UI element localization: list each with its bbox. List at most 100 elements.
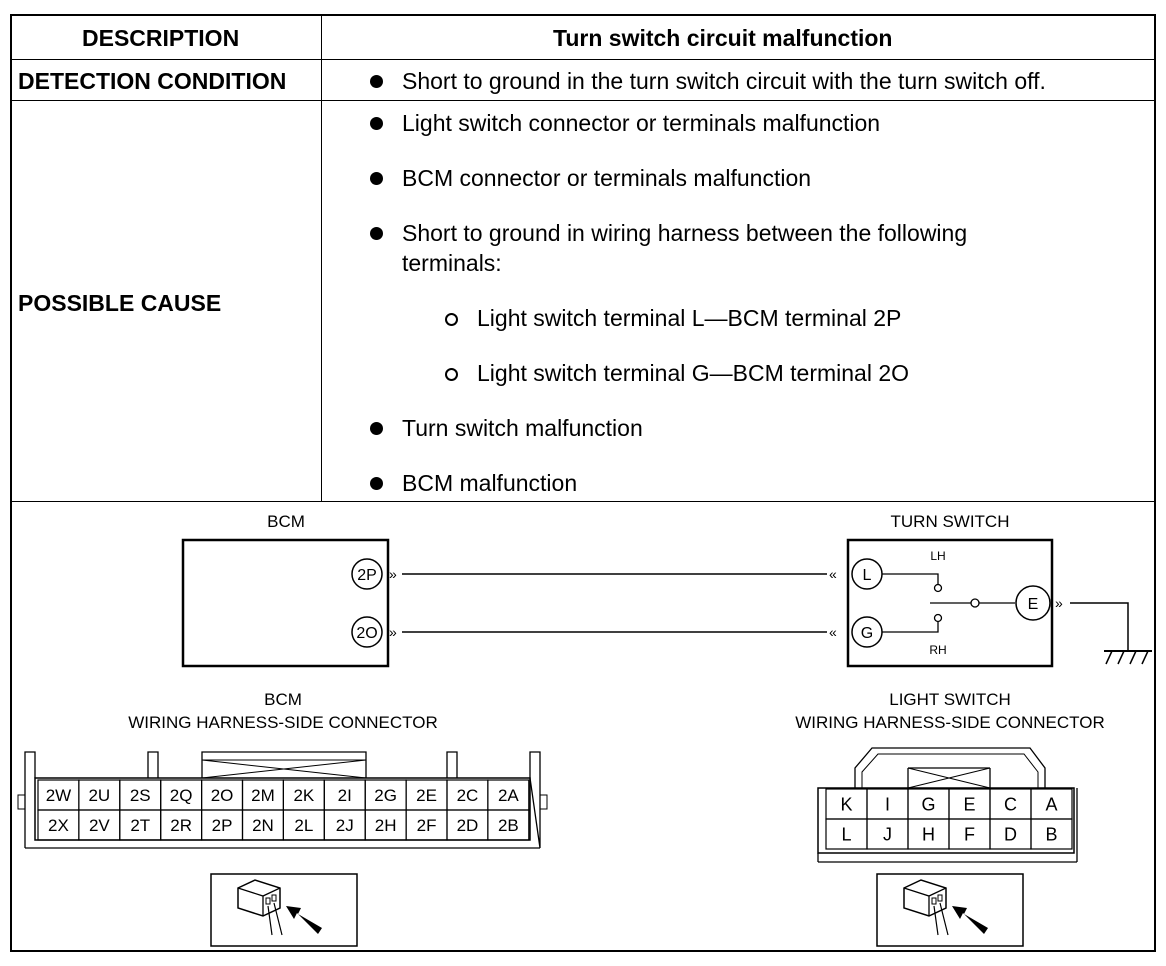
description-header: DESCRIPTION — [82, 25, 240, 51]
bcm-pin-label: 2D — [457, 816, 479, 835]
bcm-pin-label: 2O — [211, 786, 234, 805]
possible-cause-label: POSSIBLE CAUSE — [18, 290, 222, 316]
cause-item: BCM malfunction — [402, 470, 578, 496]
light-switch-pin-label: G — [921, 794, 935, 814]
bcm-pin-label: 2N — [252, 816, 274, 835]
ground-icon — [1104, 650, 1152, 665]
connector-chevron-icon: » — [389, 566, 397, 582]
bcm-pin-label: 2W — [46, 786, 72, 805]
connector-chevron-icon: » — [389, 624, 397, 640]
bcm-pin-label: 2L — [294, 816, 313, 835]
row-divider — [10, 59, 1156, 60]
switch-terminal-g-label: G — [861, 625, 873, 642]
bcm-pin-label: 2T — [130, 816, 150, 835]
row-divider — [10, 100, 1156, 101]
bcm-pin-label: 2K — [293, 786, 314, 805]
connector-view-icon — [876, 873, 1024, 947]
cause-item: Short to ground in wiring harness betwee… — [402, 220, 968, 246]
bullet-icon — [370, 75, 383, 88]
connector-chevron-icon: « — [829, 566, 837, 582]
bcm-pin-label: 2H — [375, 816, 397, 835]
bcm-pin-label: 2E — [416, 786, 437, 805]
bcm-pin-label: 2I — [338, 786, 352, 805]
bcm-terminal-2o — [351, 616, 383, 648]
turn-switch-box — [846, 538, 1054, 668]
bcm-terminal-2p — [351, 558, 383, 590]
light-switch-pin-cell — [1030, 818, 1073, 850]
malfunction-title: Turn switch circuit malfunction — [553, 25, 893, 51]
light-switch-connector-title: LIGHT SWITCH — [889, 690, 1011, 709]
light-switch-connector — [817, 747, 1078, 863]
bcm-pin-label: 2V — [89, 816, 110, 835]
bcm-pin-label: 2X — [48, 816, 69, 835]
sub-bullet-icon — [445, 368, 458, 381]
bullet-icon — [370, 117, 383, 130]
table-frame — [10, 14, 1156, 952]
bcm-pin-label: 2U — [88, 786, 110, 805]
bcm-pin-label: 2F — [417, 816, 437, 835]
bcm-pin-label: 2M — [251, 786, 275, 805]
bcm-connector-title: BCM — [264, 690, 302, 709]
turn-switch-title: TURN SWITCH — [891, 512, 1010, 531]
connector-chevron-icon: » — [1055, 595, 1063, 611]
light-switch-pin-label: D — [1004, 824, 1017, 844]
light-switch-pin-label: I — [885, 794, 890, 814]
ground-wire — [1070, 602, 1129, 650]
cause-item: Turn switch malfunction — [402, 415, 643, 441]
bcm-box — [181, 538, 390, 668]
switch-terminal-l-label: L — [863, 567, 872, 584]
light-switch-pin-label: J — [883, 824, 892, 844]
cause-item: Light switch connector or terminals malf… — [402, 110, 881, 136]
bullet-icon — [370, 172, 383, 185]
light-switch-pin-label: C — [1004, 794, 1017, 814]
light-switch-pin-grid: K I G E C A L J H F D B — [825, 788, 1073, 850]
bcm-pin-cell — [487, 809, 530, 841]
bcm-pin-label: 2S — [130, 786, 151, 805]
row-divider — [10, 501, 1156, 502]
light-switch-pin-label: E — [963, 794, 975, 814]
connector-view-icon — [210, 873, 358, 947]
light-switch-connector-subtitle: WIRING HARNESS-SIDE CONNECTOR — [795, 713, 1105, 732]
switch-pivot — [970, 598, 980, 608]
cause-subitem: Light switch terminal G—BCM terminal 2O — [477, 360, 910, 386]
switch-wire-rh — [882, 622, 939, 633]
connector-chevron-icon: « — [829, 624, 837, 640]
bcm-pin-label: 2A — [498, 786, 519, 805]
bcm-pin-label: 2G — [374, 786, 397, 805]
light-switch-pin-label: K — [840, 794, 852, 814]
bcm-pin-label: 2Q — [170, 786, 193, 805]
cause-item: BCM connector or terminals malfunction — [402, 165, 812, 191]
lh-label: LH — [930, 549, 945, 563]
bcm-pin-label: 2B — [498, 816, 519, 835]
bcm-pin-grid: 2W 2U 2S 2Q 2O 2M 2K 2I 2G 2E 2C 2A 2X 2V 2T 2R 2P 2N 2L 2J… — [37, 779, 530, 841]
column-divider — [321, 14, 322, 502]
sub-bullet-icon — [445, 313, 458, 326]
bcm-connector-subtitle: WIRING HARNESS-SIDE CONNECTOR — [128, 713, 438, 732]
bcm-pin-label: 2C — [457, 786, 479, 805]
switch-terminal-e-label: E — [1028, 596, 1039, 613]
bcm-terminal-2o-label: 2O — [356, 625, 377, 642]
light-switch-pin-label: A — [1045, 794, 1057, 814]
switch-wire-lh — [882, 573, 939, 584]
bullet-icon — [370, 227, 383, 240]
switch-terminal-e — [1015, 585, 1051, 621]
switch-contact-lh — [933, 583, 943, 593]
detection-condition-text: Short to ground in the turn switch circu… — [402, 68, 1046, 94]
cause-item-continued: terminals: — [402, 250, 502, 276]
light-switch-pin-label: B — [1045, 824, 1057, 844]
bcm-pin-label: 2J — [336, 816, 354, 835]
switch-contact-rh — [933, 613, 943, 623]
bcm-terminal-2p-label: 2P — [357, 567, 377, 584]
detection-condition-label: DETECTION CONDITION — [18, 68, 287, 94]
bcm-pin-label: 2R — [170, 816, 192, 835]
bcm-title: BCM — [267, 512, 305, 531]
bullet-icon — [370, 477, 383, 490]
rh-label: RH — [929, 643, 946, 657]
bcm-pin-label: 2P — [212, 816, 233, 835]
bullet-icon — [370, 422, 383, 435]
cause-subitem: Light switch terminal L—BCM terminal 2P — [477, 305, 902, 331]
light-switch-pin-label: H — [922, 824, 935, 844]
light-switch-pin-label: F — [964, 824, 975, 844]
light-switch-pin-label: L — [841, 824, 851, 844]
